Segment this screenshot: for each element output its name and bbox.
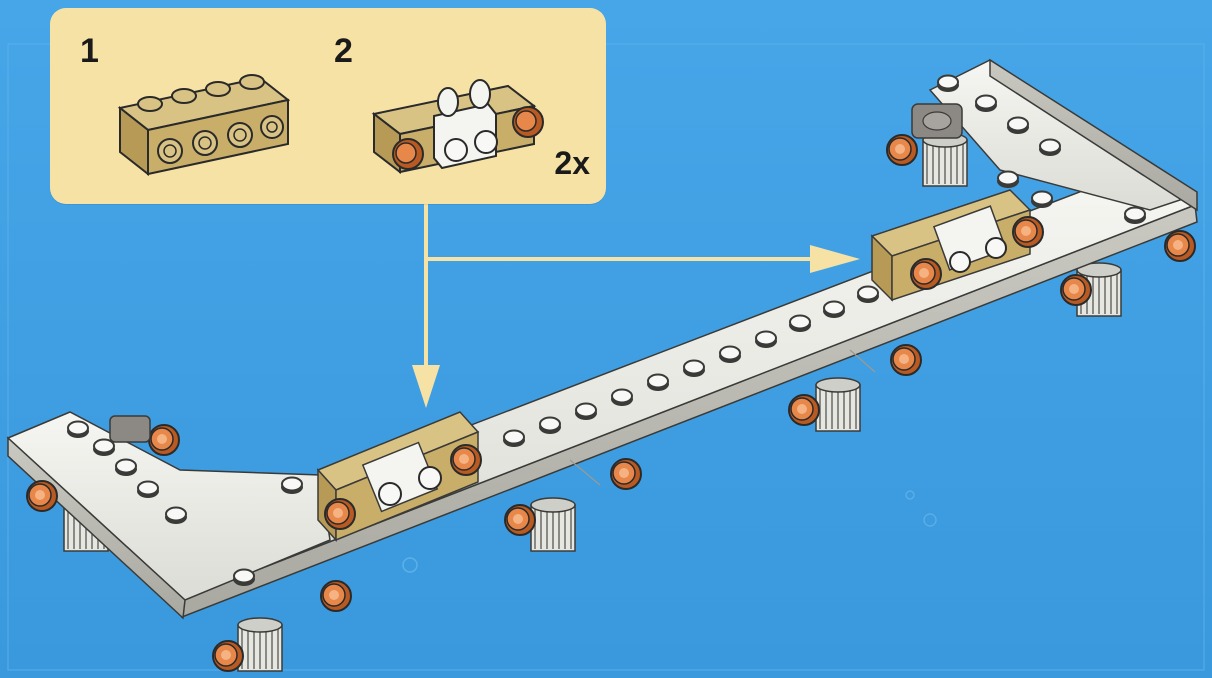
installed-brick-right — [870, 189, 1044, 302]
tan-brick-1x4-icon — [117, 74, 291, 176]
step-1-label: 1 — [80, 32, 99, 70]
installed-brick-left — [316, 411, 482, 542]
step-2-label: 2 — [334, 32, 353, 70]
instruction-arrows — [412, 204, 860, 408]
tan-hinge-brick-icon — [371, 79, 544, 174]
parts-callout: 1 2 — [50, 8, 606, 204]
quantity-label: 2x — [554, 145, 590, 181]
